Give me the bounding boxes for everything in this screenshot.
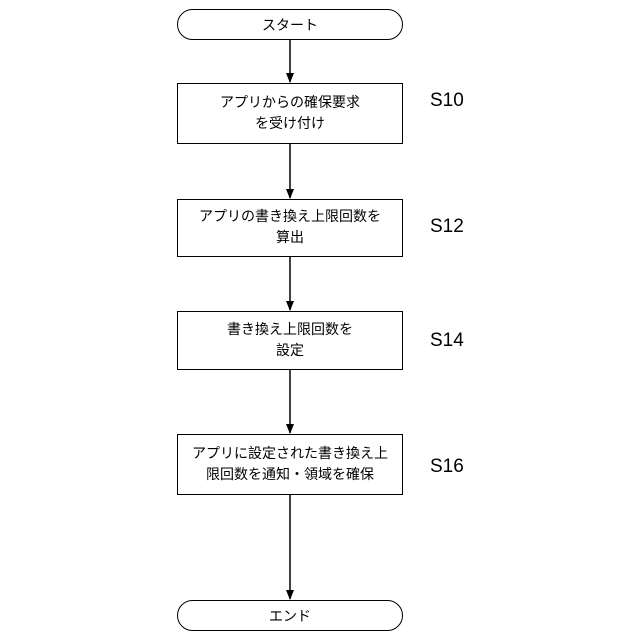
s10-line-1: アプリからの確保要求 xyxy=(220,93,360,114)
process-box-s16: アプリに設定された書き換え上 限回数を通知・領域を確保 xyxy=(177,434,403,495)
s14-line-1: 書き換え上限回数を xyxy=(227,320,353,341)
process-box-s12: アプリの書き換え上限回数を 算出 xyxy=(177,199,403,257)
s16-line-1: アプリに設定された書き換え上 xyxy=(192,444,388,465)
start-label: スタート xyxy=(262,15,318,35)
s12-line-1: アプリの書き換え上限回数を xyxy=(199,207,381,228)
step-id-s12: S12 xyxy=(430,216,464,238)
s10-line-2: を受け付け xyxy=(255,114,325,135)
end-terminal: エンド xyxy=(177,600,403,631)
step-id-s10: S10 xyxy=(430,90,464,112)
process-box-s10: アプリからの確保要求 を受け付け xyxy=(177,83,403,144)
step-id-s16: S16 xyxy=(430,456,464,478)
s16-line-2: 限回数を通知・領域を確保 xyxy=(206,465,374,486)
end-label: エンド xyxy=(269,606,311,626)
s12-line-2: 算出 xyxy=(276,228,304,249)
start-terminal: スタート xyxy=(177,9,403,40)
s14-line-2: 設定 xyxy=(276,341,304,362)
step-id-s14: S14 xyxy=(430,330,464,352)
process-box-s14: 書き換え上限回数を 設定 xyxy=(177,311,403,370)
